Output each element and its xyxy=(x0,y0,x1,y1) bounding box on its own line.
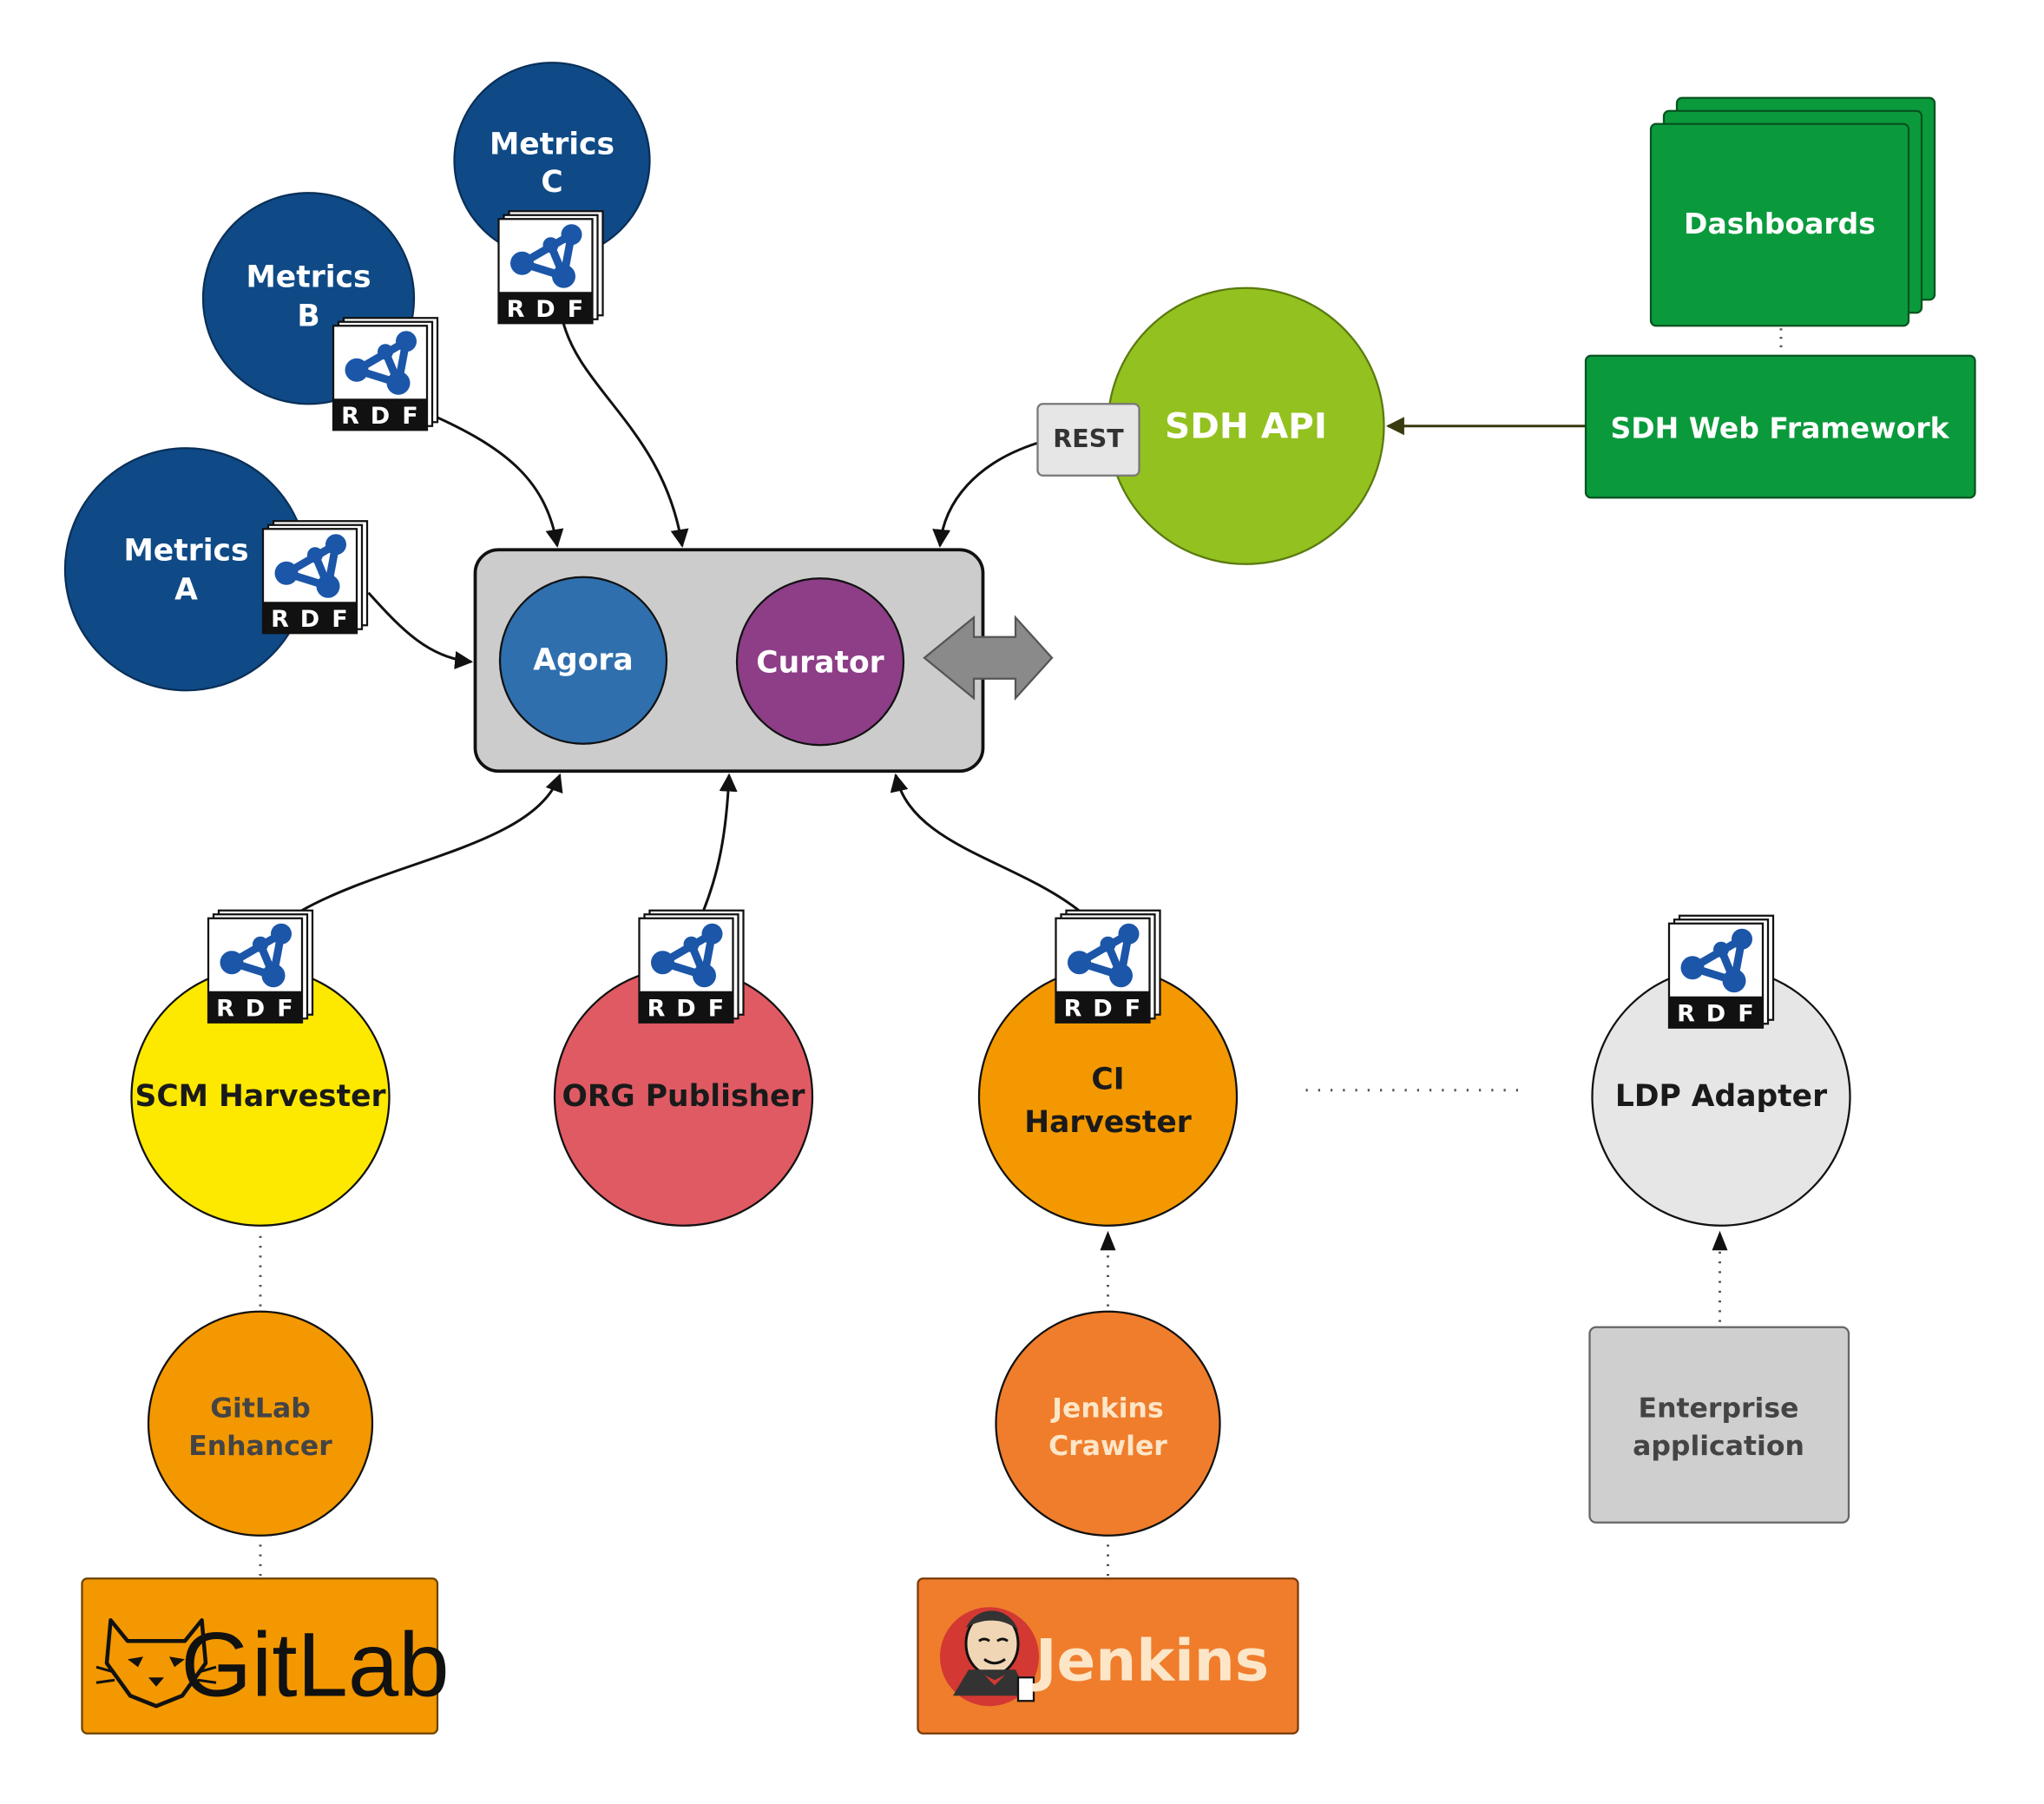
gitlab-wordmark: GitLab xyxy=(181,1614,449,1715)
edge-ci-to-core xyxy=(890,773,1081,913)
metrics-a-node[interactable]: Metrics A xyxy=(63,447,309,692)
metrics-b-label-1: Metrics xyxy=(246,260,371,294)
rdf-letter: R xyxy=(507,296,525,323)
ldp-adapter-label: LDP Adapter xyxy=(1615,1079,1827,1114)
web-framework-box[interactable]: SDH Web Framework xyxy=(1584,354,1976,499)
sdh-api-label: SDH API xyxy=(1165,405,1327,446)
metrics-a-label-1: Metrics xyxy=(123,533,248,568)
metrics-b-label-2: B xyxy=(297,299,319,333)
agora-node[interactable]: Agora xyxy=(498,576,668,745)
jenkins-wordmark: Jenkins xyxy=(1032,1627,1269,1694)
rdf-letter: F xyxy=(402,403,417,430)
scm-harvester-label: SCM Harvester xyxy=(135,1079,385,1114)
jenkins-logo-box[interactable]: Jenkins xyxy=(917,1577,1299,1735)
gitlab-fox-icon xyxy=(95,1618,217,1709)
gitlab-enhancer-node[interactable]: GitLab Enhancer xyxy=(147,1310,374,1537)
ldp-adapter-node[interactable]: LDP Adapter xyxy=(1591,966,1851,1227)
edge-org-to-core xyxy=(701,773,738,912)
metrics-c-node[interactable]: Metrics C xyxy=(453,62,651,260)
rdf-letter: D xyxy=(1706,1000,1725,1027)
rdf-letter: D xyxy=(371,403,390,430)
rdf-letter: F xyxy=(568,296,583,323)
rdf-badge-org: R D F xyxy=(640,911,744,1023)
gitlab-enhancer-label-1: GitLab xyxy=(210,1393,311,1424)
rdf-badge-metrics-b: R D F xyxy=(333,318,437,430)
edge-metrics-b-to-core xyxy=(435,415,564,548)
jenkins-crawler-label-2: Crawler xyxy=(1048,1431,1167,1462)
gitlab-enhancer-label-2: Enhancer xyxy=(188,1431,332,1462)
rdf-letter: R xyxy=(1064,995,1082,1022)
rdf-letter: D xyxy=(1093,995,1112,1022)
scm-harvester-node[interactable]: SCM Harvester xyxy=(130,966,391,1227)
rdf-letter: F xyxy=(332,606,347,633)
bidirectional-arrow-icon xyxy=(923,615,1054,701)
gitlab-logo-box[interactable]: GitLab xyxy=(81,1577,450,1735)
rdf-letter: D xyxy=(536,296,555,323)
dashboards-stack[interactable]: Dashboards xyxy=(1649,96,1936,327)
metrics-c-label-2: C xyxy=(541,165,562,200)
enterprise-label-2: application xyxy=(1633,1431,1804,1462)
rdf-badge-scm: R D F xyxy=(208,911,312,1023)
rdf-letter: R xyxy=(216,995,234,1022)
rdf-letter: R xyxy=(341,403,359,430)
sdh-api-node[interactable]: SDH API xyxy=(1107,286,1385,565)
rdf-badge-metrics-c: R D F xyxy=(499,211,603,323)
edge-metrics-a-to-core xyxy=(367,591,474,669)
jenkins-crawler-node[interactable]: Jenkins Crawler xyxy=(995,1310,1221,1537)
ci-harvester-node[interactable]: CI Harvester xyxy=(977,966,1239,1227)
jenkins-crawler-label-1: Jenkins xyxy=(1050,1393,1163,1424)
rdf-badge-metrics-a: R D F xyxy=(263,521,367,633)
rdf-letter: F xyxy=(1738,1000,1753,1027)
ci-harvester-label-2: Harvester xyxy=(1024,1105,1192,1140)
metrics-c-label-1: Metrics xyxy=(490,127,615,161)
edge-rest-core xyxy=(932,441,1038,548)
rdf-letter: R xyxy=(1677,1000,1695,1027)
edge-scm-to-core xyxy=(299,773,563,913)
rest-label: REST xyxy=(1053,425,1124,453)
org-publisher-label: ORG Publisher xyxy=(562,1079,805,1114)
rdf-letter: D xyxy=(676,995,695,1022)
rdf-letter: R xyxy=(271,606,289,633)
rdf-letter: D xyxy=(246,995,265,1022)
arrowhead-enterprise-ldp xyxy=(1712,1230,1728,1251)
arrowhead-crawler-ci xyxy=(1100,1230,1116,1251)
rdf-letter: F xyxy=(277,995,292,1022)
rdf-letter: F xyxy=(1125,995,1140,1022)
enterprise-label-1: Enterprise xyxy=(1639,1393,1799,1424)
rdf-badge-ci: R D F xyxy=(1056,911,1160,1023)
ci-harvester-label-1: CI xyxy=(1091,1062,1124,1096)
dashboards-label: Dashboards xyxy=(1684,207,1876,240)
rest-endpoint[interactable]: REST xyxy=(1036,403,1140,477)
agora-label: Agora xyxy=(533,642,633,677)
rdf-badge-ldp: R D F xyxy=(1669,916,1773,1028)
rdf-letter: F xyxy=(708,995,724,1022)
rdf-letter: R xyxy=(647,995,666,1022)
jenkins-butler-icon xyxy=(940,1607,1039,1707)
metrics-a-label-2: A xyxy=(174,572,198,607)
web-framework-label: SDH Web Framework xyxy=(1610,411,1949,444)
rdf-letter: D xyxy=(300,606,319,633)
curator-node[interactable]: Curator xyxy=(735,577,905,747)
org-publisher-node[interactable]: ORG Publisher xyxy=(553,966,814,1227)
enterprise-application-box[interactable]: Enterprise application xyxy=(1588,1326,1850,1524)
edge-metrics-c-to-core xyxy=(561,319,689,548)
curator-label: Curator xyxy=(756,645,884,680)
